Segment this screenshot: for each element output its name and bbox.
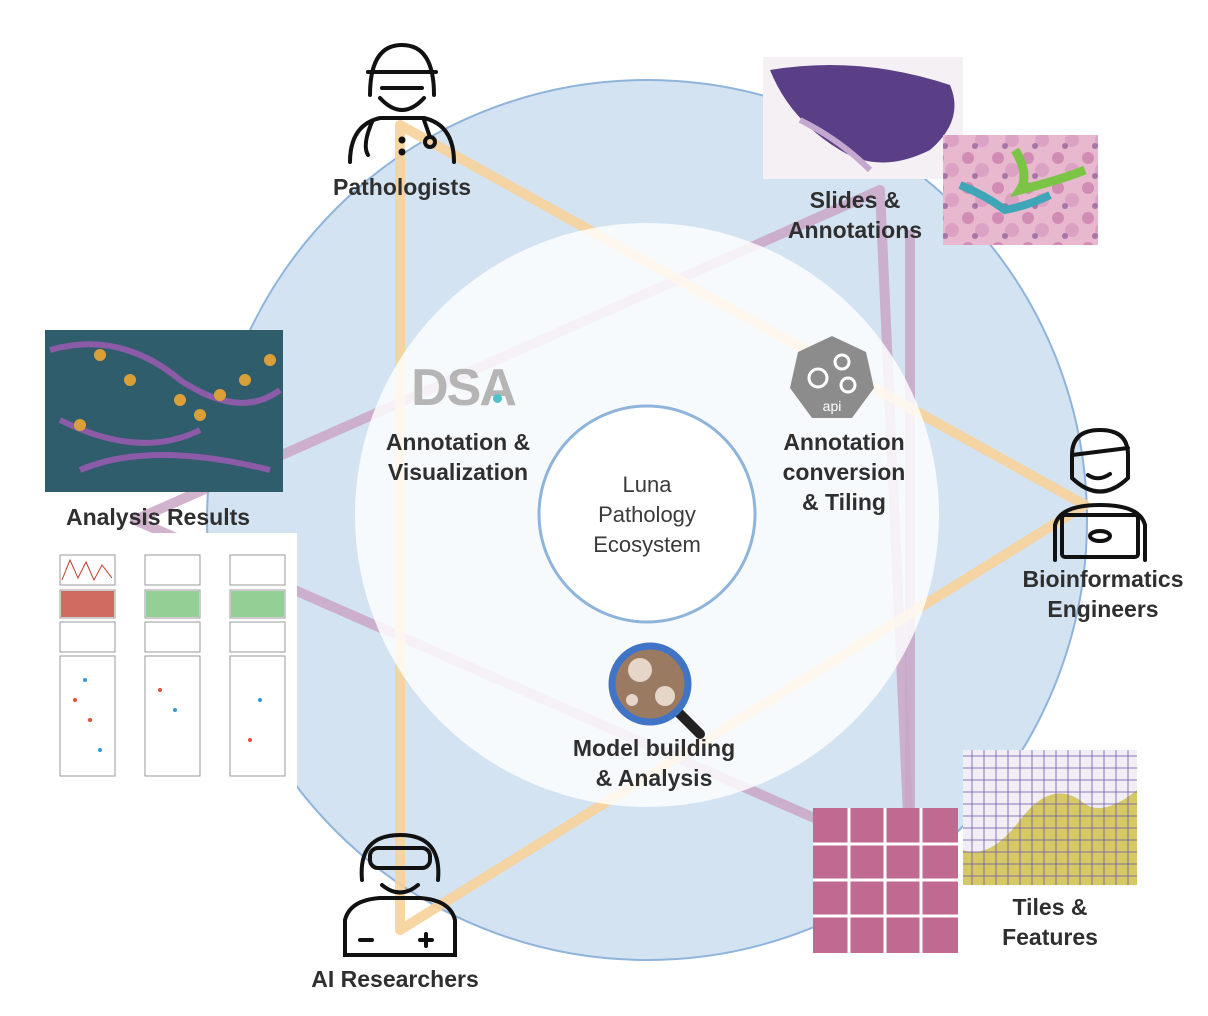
center-title: Luna Pathology Ecosystem — [567, 470, 727, 560]
annotation-thumbnail — [943, 135, 1098, 245]
tool-label-dsa-line1: Annotation & — [385, 429, 531, 455]
analysis-charts-panel — [21, 533, 297, 791]
dsa-logo: DSA — [411, 359, 517, 417]
core-circle — [537, 404, 757, 624]
api-badge-icon — [790, 336, 874, 418]
artifact-label-tiles-line2: Features — [1002, 924, 1098, 950]
persona-label-bioinformatics: Bioinformatics Engineers — [1003, 564, 1203, 624]
center-title-line1: Luna — [622, 472, 672, 497]
api-badge-label: api — [822, 398, 842, 414]
artifact-label-analysis: Analysis Results — [65, 504, 251, 530]
magnifier-icon — [608, 642, 705, 739]
tool-label-api-line2: conversion — [782, 459, 906, 485]
persona-label-ai-researchers: AI Researchers — [311, 966, 479, 992]
artifact-label-slides-line1: Slides & — [809, 187, 901, 213]
feature-grid-image — [963, 750, 1137, 885]
center-title-line3: Ecosystem — [593, 532, 701, 557]
dsa-logo-dot — [493, 394, 502, 403]
artifact-label-tiles: Tiles & Features — [980, 892, 1120, 952]
tool-label-api: Annotation conversion & Tiling — [754, 427, 934, 517]
bioinformatics-engineer-icon — [1053, 427, 1147, 562]
pathologist-icon — [348, 42, 456, 164]
artifact-label-slides-line2: Annotations — [787, 217, 923, 243]
tool-label-model: Model building & Analysis — [544, 733, 764, 793]
persona-label-bioinformatics-line1: Bioinformatics — [1022, 566, 1184, 592]
persona-label-bioinformatics-line2: Engineers — [1047, 596, 1159, 622]
slide-thumbnail — [763, 57, 963, 179]
tool-label-dsa: Annotation & Visualization — [358, 427, 558, 487]
tool-label-api-line1: Annotation — [783, 429, 905, 455]
tool-label-model-line1: Model building — [572, 735, 736, 761]
tiles-grid-image — [813, 808, 958, 953]
analysis-result-image — [45, 330, 283, 492]
tool-label-api-line3: & Tiling — [802, 489, 886, 515]
center-title-line2: Pathology — [598, 502, 696, 527]
tool-label-model-line2: & Analysis — [595, 765, 713, 791]
artifact-label-slides: Slides & Annotations — [770, 185, 940, 245]
persona-label-pathologists: Pathologists — [332, 174, 471, 200]
tool-label-dsa-line2: Visualization — [387, 459, 529, 485]
ai-researcher-icon — [343, 832, 457, 957]
artifact-label-tiles-line1: Tiles & — [1012, 894, 1088, 920]
